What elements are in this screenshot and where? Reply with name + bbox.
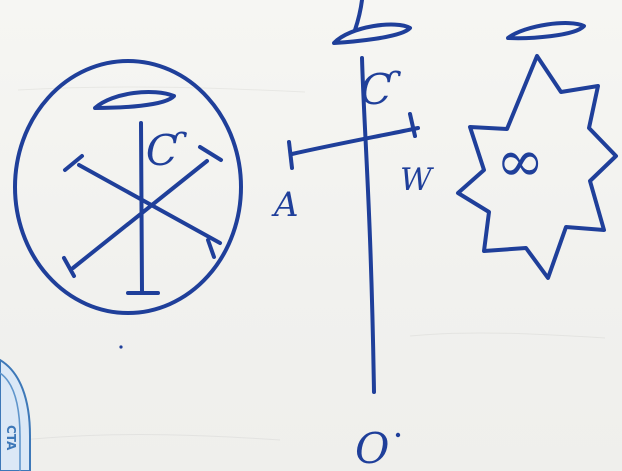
small-ink-dot bbox=[119, 345, 122, 348]
small-ink-dot bbox=[396, 433, 400, 437]
middle-halo bbox=[334, 24, 410, 43]
left-circle-symbol: Ƈ bbox=[15, 61, 241, 313]
left-inner-letter: Ƈ bbox=[146, 126, 187, 175]
right-halo bbox=[508, 23, 584, 38]
left-bottom-right-cap bbox=[208, 240, 214, 257]
bottom-left-stamp: CTA bbox=[0, 360, 30, 471]
left-vertical-line bbox=[141, 123, 142, 292]
left-top-right-cap bbox=[200, 147, 221, 160]
left-halo bbox=[95, 92, 174, 108]
right-star-symbol: ∞ bbox=[458, 23, 616, 278]
top-partial-stroke bbox=[355, 0, 362, 30]
middle-top-letter: Ƈ bbox=[360, 65, 401, 114]
right-inner-symbol: ∞ bbox=[496, 127, 544, 195]
paper-texture-line bbox=[22, 435, 280, 440]
middle-left-cap bbox=[289, 142, 292, 168]
left-diagonal-line-1 bbox=[79, 165, 220, 243]
middle-right-letter: W bbox=[400, 162, 434, 198]
middle-horizontal-line bbox=[292, 128, 418, 154]
paper-texture-line bbox=[410, 333, 605, 338]
stamp-text: CTA bbox=[4, 425, 18, 451]
middle-right-cap bbox=[410, 114, 415, 136]
middle-bottom-letter: O bbox=[355, 424, 389, 471]
middle-left-letter: A bbox=[271, 185, 299, 225]
left-top-left-cap bbox=[65, 156, 82, 170]
left-circle-outline bbox=[15, 61, 241, 313]
